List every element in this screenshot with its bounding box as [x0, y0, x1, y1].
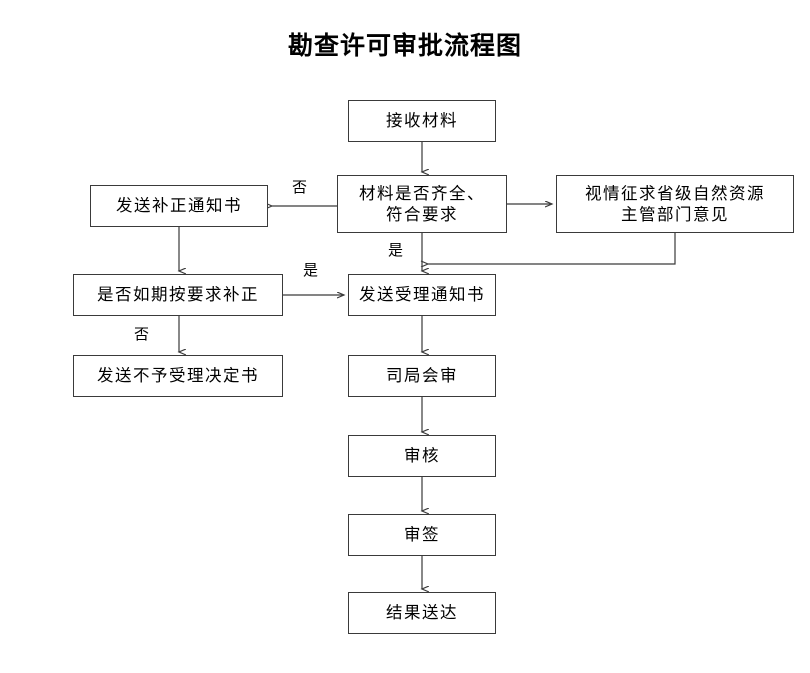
edge-ask-province-to-accept-notice	[428, 233, 676, 264]
node-sign[interactable]: 审签	[348, 514, 496, 556]
edge-label-yes-check: 是	[388, 241, 405, 259]
node-corrected[interactable]: 是否如期按要求补正	[73, 274, 283, 316]
node-joint-review[interactable]: 司局会审	[348, 355, 496, 397]
edge-label-no-correct: 否	[134, 325, 151, 343]
node-ask-province[interactable]: 视情征求省级自然资源 主管部门意见	[556, 175, 794, 233]
node-reject-notice[interactable]: 发送不予受理决定书	[73, 355, 283, 397]
node-accept-notice[interactable]: 发送受理通知书	[348, 274, 496, 316]
node-receive[interactable]: 接收材料	[348, 100, 496, 142]
node-examine[interactable]: 审核	[348, 435, 496, 477]
node-check[interactable]: 材料是否齐全、 符合要求	[337, 175, 507, 233]
edge-label-yes-correct: 是	[303, 261, 320, 279]
page-title: 勘查许可审批流程图	[287, 31, 522, 60]
edge-label-no-check: 否	[292, 178, 309, 196]
node-deliver[interactable]: 结果送达	[348, 592, 496, 634]
node-send-correct[interactable]: 发送补正通知书	[90, 185, 268, 227]
